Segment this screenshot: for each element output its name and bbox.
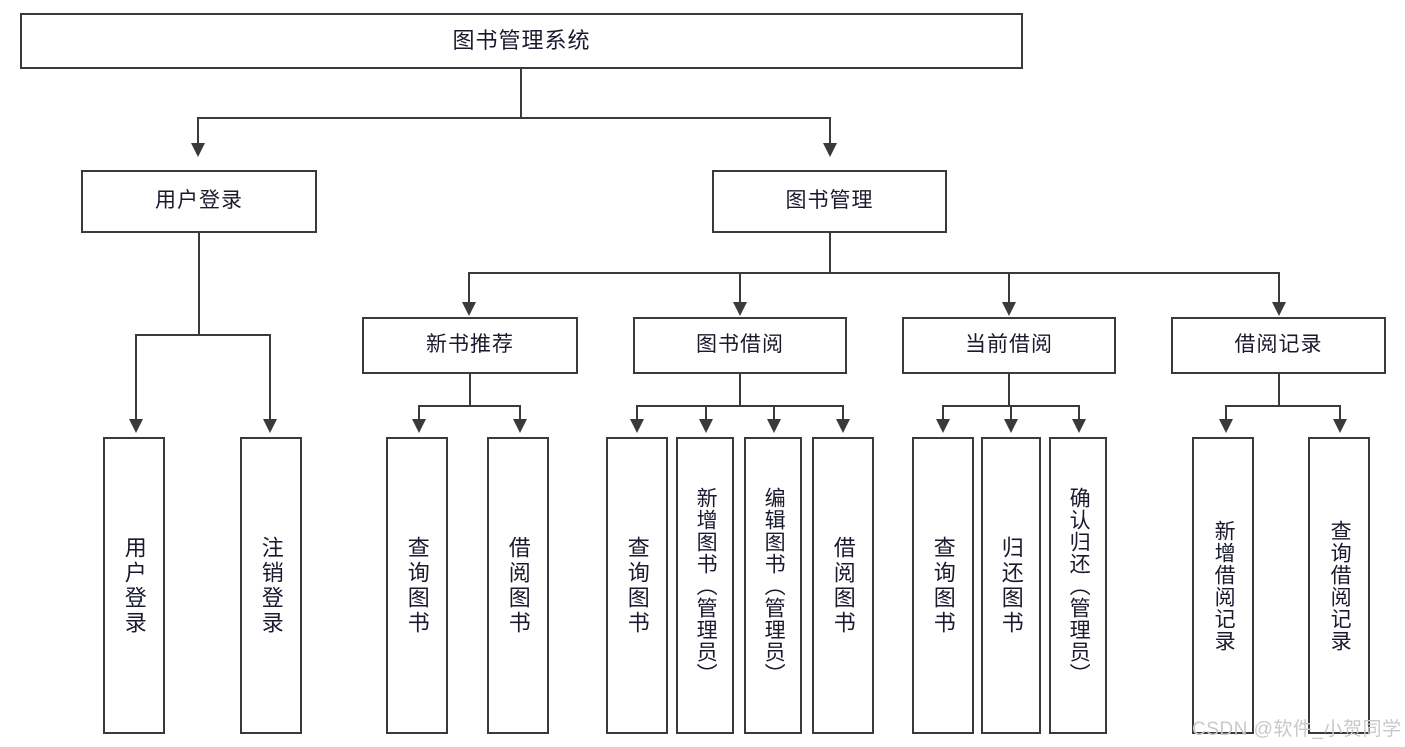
node-leaf-user-login[interactable]: 用户登录 <box>103 437 165 734</box>
node-new-book-recommend[interactable]: 新书推荐 <box>362 317 578 374</box>
node-current-borrow[interactable]: 当前借阅 <box>902 317 1116 374</box>
connector-drop-book-borrow <box>739 272 741 304</box>
node-label: 图书管理 <box>785 189 874 213</box>
node-label: 当前借阅 <box>965 333 1053 357</box>
connector-new-book-rec-stem <box>469 374 471 405</box>
arrow-leaf-confirm-return <box>1072 419 1086 433</box>
arrow-leaf-query-record <box>1333 419 1347 433</box>
node-label: 查询借阅记录 <box>1328 519 1352 652</box>
node-leaf-query-book-3[interactable]: 查询图书 <box>912 437 974 734</box>
arrow-leaf-user-login <box>129 419 143 433</box>
connector-drop-leaf-edit-book <box>773 405 775 421</box>
node-leaf-return-book[interactable]: 归还图书 <box>981 437 1041 734</box>
node-label: 借阅图书 <box>830 535 856 636</box>
arrow-current-borrow <box>1002 302 1016 316</box>
node-label: 图书管理系统 <box>452 28 591 54</box>
node-borrow-record[interactable]: 借阅记录 <box>1171 317 1386 374</box>
connector-drop-leaf-logout <box>269 334 271 421</box>
arrow-leaf-logout <box>263 419 277 433</box>
arrow-book-manage <box>823 143 837 157</box>
connector-user-login-stem <box>198 233 200 334</box>
node-label: 新增图书（管理员） <box>694 486 718 685</box>
arrow-leaf-query-book-2 <box>630 419 644 433</box>
connector-drop-leaf-user-login <box>135 334 137 421</box>
arrow-leaf-borrow-book-1 <box>513 419 527 433</box>
connector-drop-leaf-query-book-2 <box>636 405 638 421</box>
node-label: 编辑图书（管理员） <box>762 486 786 685</box>
connector-drop-book-manage <box>829 117 831 145</box>
node-user-login[interactable]: 用户登录 <box>81 170 317 233</box>
node-label: 归还图书 <box>998 535 1024 636</box>
node-leaf-add-book[interactable]: 新增图书（管理员） <box>676 437 734 734</box>
node-label: 借阅图书 <box>505 535 531 636</box>
node-leaf-edit-book[interactable]: 编辑图书（管理员） <box>744 437 802 734</box>
node-label: 查询图书 <box>624 535 650 636</box>
arrow-book-borrow <box>733 302 747 316</box>
node-leaf-query-record[interactable]: 查询借阅记录 <box>1308 437 1370 734</box>
connector-drop-current-borrow <box>1008 272 1010 304</box>
node-label: 查询图书 <box>404 535 430 636</box>
connector-drop-leaf-add-book <box>705 405 707 421</box>
node-leaf-borrow-book-1[interactable]: 借阅图书 <box>487 437 549 734</box>
arrow-leaf-borrow-book-2 <box>836 419 850 433</box>
connector-drop-user-login <box>197 117 199 145</box>
connector-borrow-record-bus <box>1225 405 1340 407</box>
node-leaf-confirm-return[interactable]: 确认归还（管理员） <box>1049 437 1107 734</box>
node-leaf-add-record[interactable]: 新增借阅记录 <box>1192 437 1254 734</box>
node-label: 借阅记录 <box>1234 333 1323 357</box>
connector-drop-leaf-query-book-3 <box>942 405 944 421</box>
connector-book-manage-stem <box>829 233 831 272</box>
connector-drop-leaf-query-record <box>1339 405 1341 421</box>
node-label: 新书推荐 <box>426 333 514 357</box>
connector-drop-new-book-rec <box>468 272 470 304</box>
arrow-leaf-add-book <box>699 419 713 433</box>
connector-level2-bus <box>468 272 1280 274</box>
arrow-leaf-return-book <box>1004 419 1018 433</box>
node-label: 注销登录 <box>258 535 284 636</box>
connector-book-borrow-stem <box>739 374 741 405</box>
node-leaf-query-book-1[interactable]: 查询图书 <box>386 437 448 734</box>
connector-drop-leaf-add-record <box>1225 405 1227 421</box>
connector-root-stem <box>520 69 522 117</box>
connector-drop-leaf-borrow-book-2 <box>842 405 844 421</box>
node-leaf-borrow-book-2[interactable]: 借阅图书 <box>812 437 874 734</box>
arrow-leaf-add-record <box>1219 419 1233 433</box>
node-label: 图书借阅 <box>696 333 784 357</box>
arrow-borrow-record <box>1272 302 1286 316</box>
connector-user-login-bus <box>135 334 271 336</box>
connector-book-borrow-bus <box>636 405 844 407</box>
node-root-library-system[interactable]: 图书管理系统 <box>20 13 1023 69</box>
connector-drop-borrow-record <box>1278 272 1280 304</box>
node-leaf-logout[interactable]: 注销登录 <box>240 437 302 734</box>
connector-level1-bus <box>197 117 831 119</box>
connector-drop-leaf-return-book <box>1010 405 1012 421</box>
connector-new-book-rec-bus <box>418 405 521 407</box>
connector-current-borrow-stem <box>1008 374 1010 405</box>
node-label: 查询图书 <box>930 535 956 636</box>
connector-drop-leaf-query-book-1 <box>418 405 420 421</box>
arrow-leaf-query-book-3 <box>936 419 950 433</box>
arrow-leaf-edit-book <box>767 419 781 433</box>
arrow-user-login <box>191 143 205 157</box>
node-label: 确认归还（管理员） <box>1067 486 1091 685</box>
connector-drop-leaf-confirm-return <box>1078 405 1080 421</box>
node-label: 新增借阅记录 <box>1212 519 1236 652</box>
arrow-new-book-rec <box>462 302 476 316</box>
arrow-leaf-query-book-1 <box>412 419 426 433</box>
node-book-borrow[interactable]: 图书借阅 <box>633 317 847 374</box>
node-leaf-query-book-2[interactable]: 查询图书 <box>606 437 668 734</box>
node-book-management[interactable]: 图书管理 <box>712 170 947 233</box>
connector-borrow-record-stem <box>1278 374 1280 405</box>
connector-drop-leaf-borrow-book-1 <box>519 405 521 421</box>
node-label: 用户登录 <box>155 189 243 213</box>
node-label: 用户登录 <box>121 535 147 636</box>
